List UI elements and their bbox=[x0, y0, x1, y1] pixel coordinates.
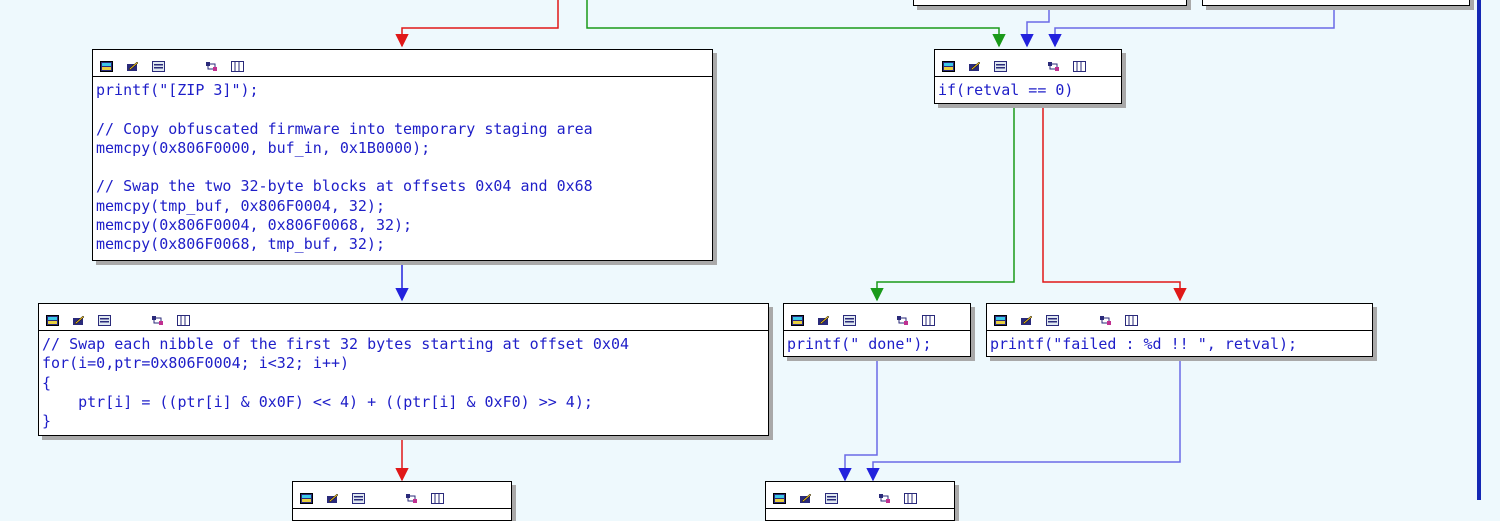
edge-failed-to-merge[interactable] bbox=[866, 357, 1181, 482]
list-icon[interactable] bbox=[1046, 311, 1059, 326]
graph-right-border bbox=[1477, 0, 1481, 500]
graph-icon[interactable] bbox=[994, 311, 1007, 326]
cross-ref-icon[interactable] bbox=[878, 489, 891, 503]
edit-icon[interactable] bbox=[799, 489, 812, 503]
segment-icon[interactable] bbox=[431, 489, 444, 504]
code-body: printf("failed : %d !! ", retval); bbox=[987, 331, 1372, 354]
code-line[interactable] bbox=[96, 158, 709, 177]
code-body: // Swap each nibble of the first 32 byte… bbox=[39, 331, 768, 431]
node-header bbox=[935, 50, 1121, 77]
code-body: printf("[ZIP 3]"); // Copy obfuscated fir… bbox=[93, 77, 712, 255]
code-line[interactable]: ptr[i] = ((ptr[i] & 0x0F) << 4) + ((ptr[… bbox=[42, 392, 593, 411]
list-icon[interactable] bbox=[843, 311, 856, 326]
edit-icon[interactable] bbox=[326, 489, 339, 503]
graph-icon[interactable] bbox=[942, 57, 955, 72]
code-body: printf(" done"); bbox=[784, 331, 970, 354]
node-header bbox=[39, 304, 768, 331]
code-body: if(retval == 0) bbox=[935, 77, 1121, 100]
code-block-done[interactable]: printf(" done"); bbox=[783, 303, 971, 357]
edit-icon[interactable] bbox=[817, 311, 830, 325]
code-line[interactable]: printf(" done"); bbox=[787, 335, 932, 353]
cross-ref-icon[interactable] bbox=[1099, 311, 1112, 325]
edge-true-to-done[interactable] bbox=[870, 104, 1015, 302]
code-block-bottom-left-partial[interactable] bbox=[292, 481, 512, 521]
code-block-failed[interactable]: printf("failed : %d !! ", retval); bbox=[986, 303, 1373, 357]
graph-icon[interactable] bbox=[300, 489, 313, 504]
cross-ref-icon[interactable] bbox=[896, 311, 909, 325]
list-icon[interactable] bbox=[352, 489, 365, 504]
code-line[interactable]: printf("[ZIP 3]"); bbox=[96, 81, 259, 99]
edge-done-to-merge[interactable] bbox=[838, 357, 878, 482]
graph-icon[interactable] bbox=[100, 57, 113, 72]
list-icon[interactable] bbox=[98, 311, 111, 326]
graph-icon[interactable] bbox=[791, 311, 804, 326]
edit-icon[interactable] bbox=[1020, 311, 1033, 325]
node-header bbox=[766, 482, 954, 509]
edit-icon[interactable] bbox=[72, 311, 85, 325]
code-block-nibble-swap[interactable]: // Swap each nibble of the first 32 byte… bbox=[38, 303, 769, 436]
code-block-zip3[interactable]: printf("[ZIP 3]"); // Copy obfuscated fir… bbox=[92, 49, 713, 261]
cross-ref-icon[interactable] bbox=[205, 57, 218, 71]
code-line[interactable]: for(i=0,ptr=0x806F0004; i<32; i++) bbox=[42, 354, 350, 373]
code-line[interactable]: memcpy(0x806F0068, tmp_buf, 32); bbox=[96, 235, 385, 254]
code-block-top-left-partial[interactable] bbox=[913, 0, 1187, 6]
code-line[interactable]: printf("failed : %d !! ", retval); bbox=[990, 335, 1298, 353]
graph-icon[interactable] bbox=[46, 311, 59, 326]
code-line[interactable]: if(retval == 0) bbox=[938, 81, 1074, 99]
edge-false-to-failed[interactable] bbox=[1042, 104, 1187, 302]
list-icon[interactable] bbox=[825, 489, 838, 504]
edit-icon[interactable] bbox=[126, 57, 139, 71]
node-header bbox=[987, 304, 1372, 331]
edge-true-to-retval-check[interactable] bbox=[586, 0, 1006, 48]
segment-icon[interactable] bbox=[922, 311, 935, 326]
code-line[interactable]: memcpy(0x806F0004, 0x806F0068, 32); bbox=[96, 216, 413, 235]
list-icon[interactable] bbox=[994, 57, 1007, 72]
code-line[interactable]: memcpy(0x806F0000, buf_in, 0x1B0000); bbox=[96, 138, 431, 157]
list-icon[interactable] bbox=[152, 57, 165, 72]
code-block-retval-check[interactable]: if(retval == 0) bbox=[934, 49, 1122, 104]
segment-icon[interactable] bbox=[1073, 57, 1086, 72]
code-line[interactable] bbox=[96, 100, 709, 119]
code-block-top-right-partial[interactable] bbox=[1202, 0, 1470, 6]
code-line[interactable]: // Swap each nibble of the first 32 byte… bbox=[42, 335, 629, 353]
node-header bbox=[93, 50, 712, 77]
graph-icon[interactable] bbox=[773, 489, 786, 504]
edge-false-to-zip3[interactable] bbox=[395, 0, 559, 48]
edge-layer bbox=[395, 0, 1335, 482]
code-line[interactable]: } bbox=[42, 412, 52, 431]
code-line[interactable]: memcpy(tmp_buf, 0x806F0004, 32); bbox=[96, 196, 385, 215]
code-line[interactable]: { bbox=[42, 373, 52, 392]
segment-icon[interactable] bbox=[904, 489, 917, 504]
cross-ref-icon[interactable] bbox=[1047, 57, 1060, 71]
edit-icon[interactable] bbox=[968, 57, 981, 71]
node-header bbox=[784, 304, 970, 331]
edge-jump-to-retval-check-1[interactable] bbox=[1020, 6, 1050, 48]
edge-jump-to-retval-check-2[interactable] bbox=[1048, 6, 1335, 48]
segment-icon[interactable] bbox=[231, 57, 244, 72]
node-header bbox=[293, 482, 511, 509]
cross-ref-icon[interactable] bbox=[405, 489, 418, 503]
segment-icon[interactable] bbox=[177, 311, 190, 326]
segment-icon[interactable] bbox=[1125, 311, 1138, 326]
code-line[interactable]: // Copy obfuscated firmware into tempora… bbox=[96, 119, 593, 138]
cross-ref-icon[interactable] bbox=[151, 311, 164, 325]
code-line[interactable]: // Swap the two 32-byte blocks at offset… bbox=[96, 177, 593, 196]
code-block-merge-partial[interactable] bbox=[765, 481, 955, 521]
